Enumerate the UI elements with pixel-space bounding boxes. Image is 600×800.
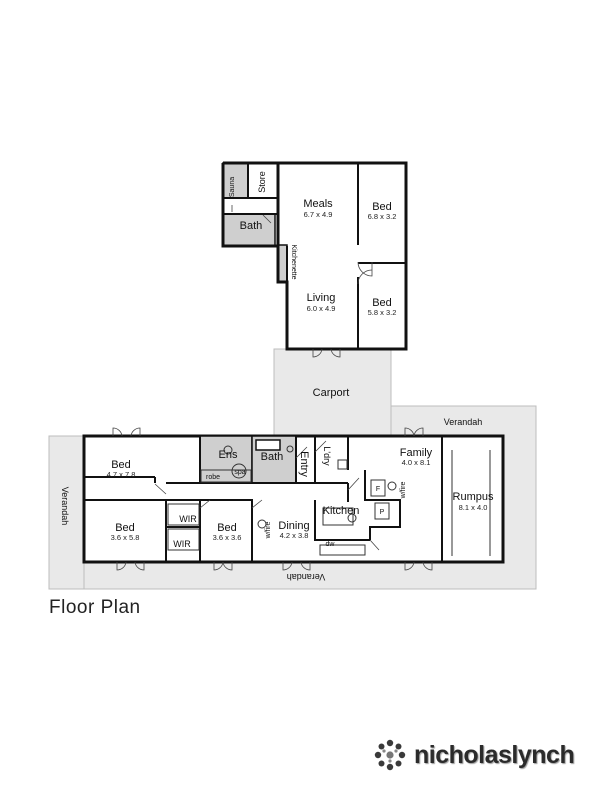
bed-upper-1-label: Bed (372, 201, 392, 213)
dw-label: dw (326, 541, 336, 548)
ens-label: Ens (219, 449, 238, 461)
fridge-label: F (376, 486, 380, 493)
verandah-left-label: Verandah (60, 487, 70, 526)
verandah-left-area (48, 435, 85, 590)
wir-1-label: WIR (179, 514, 197, 524)
kitchen-label: Kitchen (323, 505, 360, 517)
meals-label: Meals (303, 198, 333, 210)
carport-area (273, 348, 392, 436)
main-doors (112, 427, 433, 571)
dining-dim: 4.2 x 3.8 (280, 531, 309, 540)
sauna-label: Sauna (229, 177, 236, 197)
rumpus-dim: 8.1 x 4.0 (459, 503, 488, 512)
bath-tub (255, 439, 281, 451)
meals-dim: 6.7 x 4.9 (304, 210, 333, 219)
dining-label: Dining (278, 520, 309, 532)
pantry-label: P (380, 509, 385, 516)
living-label: Living (307, 292, 336, 304)
wfire-dining-label: w/fire (265, 522, 272, 540)
main-house-internal-walls (84, 436, 443, 562)
ensuite-room (199, 435, 253, 484)
wir-2-label: WIR (173, 539, 191, 549)
upper-doors (231, 205, 373, 358)
robe-label: robe (206, 474, 220, 481)
brand-name: nicholaslynch (414, 740, 575, 769)
family-dim: 4.0 x 8.1 (402, 458, 431, 467)
bed-upper-2-label: Bed (372, 297, 392, 309)
bed-3-label: Bed (115, 522, 135, 534)
plan-title: Floor Plan (49, 597, 141, 618)
rumpus-label: Rumpus (453, 491, 494, 503)
brand-logo: nicholaslynch (372, 735, 575, 775)
kitchenette-label: Kitchenette (290, 244, 297, 279)
upper-wing-internal-walls (223, 163, 406, 349)
bath-main-label: Bath (261, 451, 284, 463)
bed-upper-1-dim: 6.8 x 3.2 (368, 212, 397, 221)
bed-4-label: Bed (217, 522, 237, 534)
bed-master-label: Bed (111, 459, 131, 471)
bed-master-dim: 4.7 x 7.8 (107, 470, 136, 479)
flower-dots-logo-icon (374, 739, 406, 771)
living-dim: 6.0 x 4.9 (307, 304, 336, 313)
fixtures (167, 445, 491, 556)
store-label: Store (257, 171, 267, 193)
bed-3-dim: 3.6 x 5.8 (111, 533, 140, 542)
bath-upper-label: Bath (240, 220, 263, 232)
wfire-family-label: w/fire (400, 482, 407, 500)
main-house-walls (82, 434, 505, 564)
bed-4-dim: 3.6 x 3.6 (213, 533, 242, 542)
entry-label: Entry (298, 451, 310, 477)
family-label: Family (400, 447, 433, 459)
ldry-label: L'dry (322, 446, 332, 466)
verandah-bottom-label: Verandah (287, 572, 326, 582)
upper-wing-walls (221, 161, 408, 351)
spa-label: spa (234, 469, 245, 476)
carport-label: Carport (313, 387, 350, 399)
bed-upper-2-dim: 5.8 x 3.2 (368, 308, 397, 317)
verandah-top-label: Verandah (444, 417, 483, 427)
